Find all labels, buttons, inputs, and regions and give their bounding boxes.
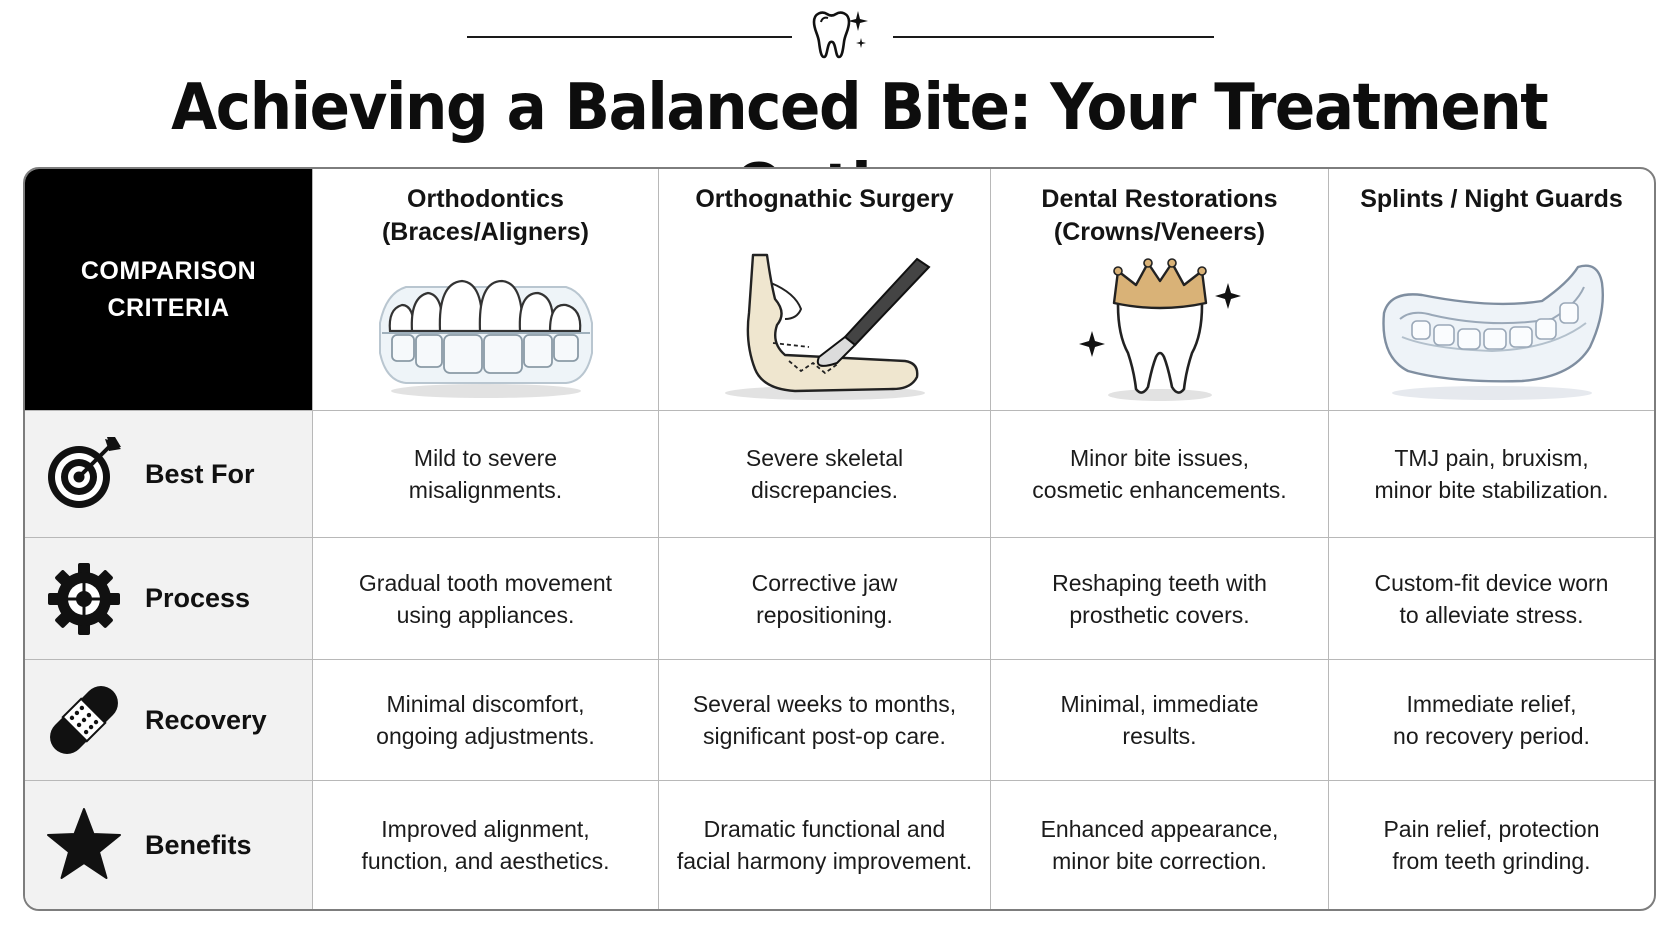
crowned-tooth-icon xyxy=(1078,258,1241,401)
cell-orthodontics-benefits: Improved alignment, function, and aesthe… xyxy=(313,781,659,909)
cell-orthodontics-recovery: Minimal discomfort, ongoing adjustments. xyxy=(313,660,659,781)
cell-restorations-best-for: Minor bite issues, cosmetic enhancements… xyxy=(991,411,1329,538)
criteria-label: Process xyxy=(145,583,251,613)
cell-orthodontics-process: Gradual tooth movement using appliances. xyxy=(313,538,659,660)
column-title: Orthodontics (Braces/Aligners) xyxy=(381,185,590,246)
aligner-teeth-icon xyxy=(378,279,593,398)
criteria-label: Best For xyxy=(145,458,255,489)
cell-restorations-process: Reshaping teeth with prosthetic covers. xyxy=(991,538,1329,660)
cell-surgery-process: Corrective jaw repositioning. xyxy=(659,538,991,660)
cell-surgery-recovery: Several weeks to months, significant pos… xyxy=(659,660,991,781)
night-guard-icon xyxy=(1381,264,1604,400)
criteria-label: Recovery xyxy=(145,704,267,735)
cell-orthodontics-best-for: Mild to severe misalignments. xyxy=(313,411,659,538)
criteria-recovery: Recovery xyxy=(25,660,313,781)
star-icon xyxy=(47,808,121,879)
cell-splints-process: Custom-fit device worn to alleviate stre… xyxy=(1329,538,1654,660)
column-title: Dental Restorations (Crowns/Veneers) xyxy=(1041,185,1278,246)
criteria-label: Benefits xyxy=(145,829,252,860)
column-header-orthodontics: Orthodontics (Braces/Aligners) xyxy=(313,169,659,411)
title-divider-left xyxy=(467,36,792,38)
comparison-grid: COMPARISON CRITERIA Orthodontics (Braces… xyxy=(25,169,1654,909)
cell-splints-recovery: Immediate relief, no recovery period. xyxy=(1329,660,1654,781)
gear-icon xyxy=(48,562,120,635)
target-icon xyxy=(48,437,121,508)
column-title: Orthognathic Surgery xyxy=(695,185,954,213)
cell-splints-best-for: TMJ pain, bruxism, minor bite stabilizat… xyxy=(1329,411,1654,538)
title-divider-right xyxy=(893,36,1214,38)
cell-restorations-benefits: Enhanced appearance, minor bite correcti… xyxy=(991,781,1329,909)
jaw-scalpel-icon xyxy=(724,253,931,400)
header: Achieving a Balanced Bite: Your Treatmen… xyxy=(0,0,1672,225)
criteria-process: Process xyxy=(25,538,313,660)
bandage-icon xyxy=(50,686,118,754)
criteria-benefits: Benefits xyxy=(25,781,313,909)
cell-restorations-recovery: Minimal, immediate results. xyxy=(991,660,1329,781)
column-header-dental-restorations: Dental Restorations (Crowns/Veneers) xyxy=(991,169,1329,411)
corner-label: COMPARISON CRITERIA xyxy=(80,256,257,322)
cell-splints-benefits: Pain relief, protection from teeth grind… xyxy=(1383,816,1600,874)
comparison-criteria-header: COMPARISON CRITERIA xyxy=(25,169,313,411)
column-title: Splints / Night Guards xyxy=(1360,185,1623,213)
comparison-table: COMPARISON CRITERIA Orthodontics (Braces… xyxy=(23,167,1656,911)
criteria-best-for: Best For xyxy=(25,411,313,538)
cell-surgery-best-for: Severe skeletal discrepancies. xyxy=(659,411,991,538)
column-header-orthognathic-surgery: Orthognathic Surgery xyxy=(659,169,991,411)
cell-surgery-benefits: Dramatic functional and facial harmony i… xyxy=(659,781,991,909)
column-header-splints-night-guards: Splints / Night Guards xyxy=(1329,169,1654,411)
tooth-sparkle-icon xyxy=(812,11,868,59)
